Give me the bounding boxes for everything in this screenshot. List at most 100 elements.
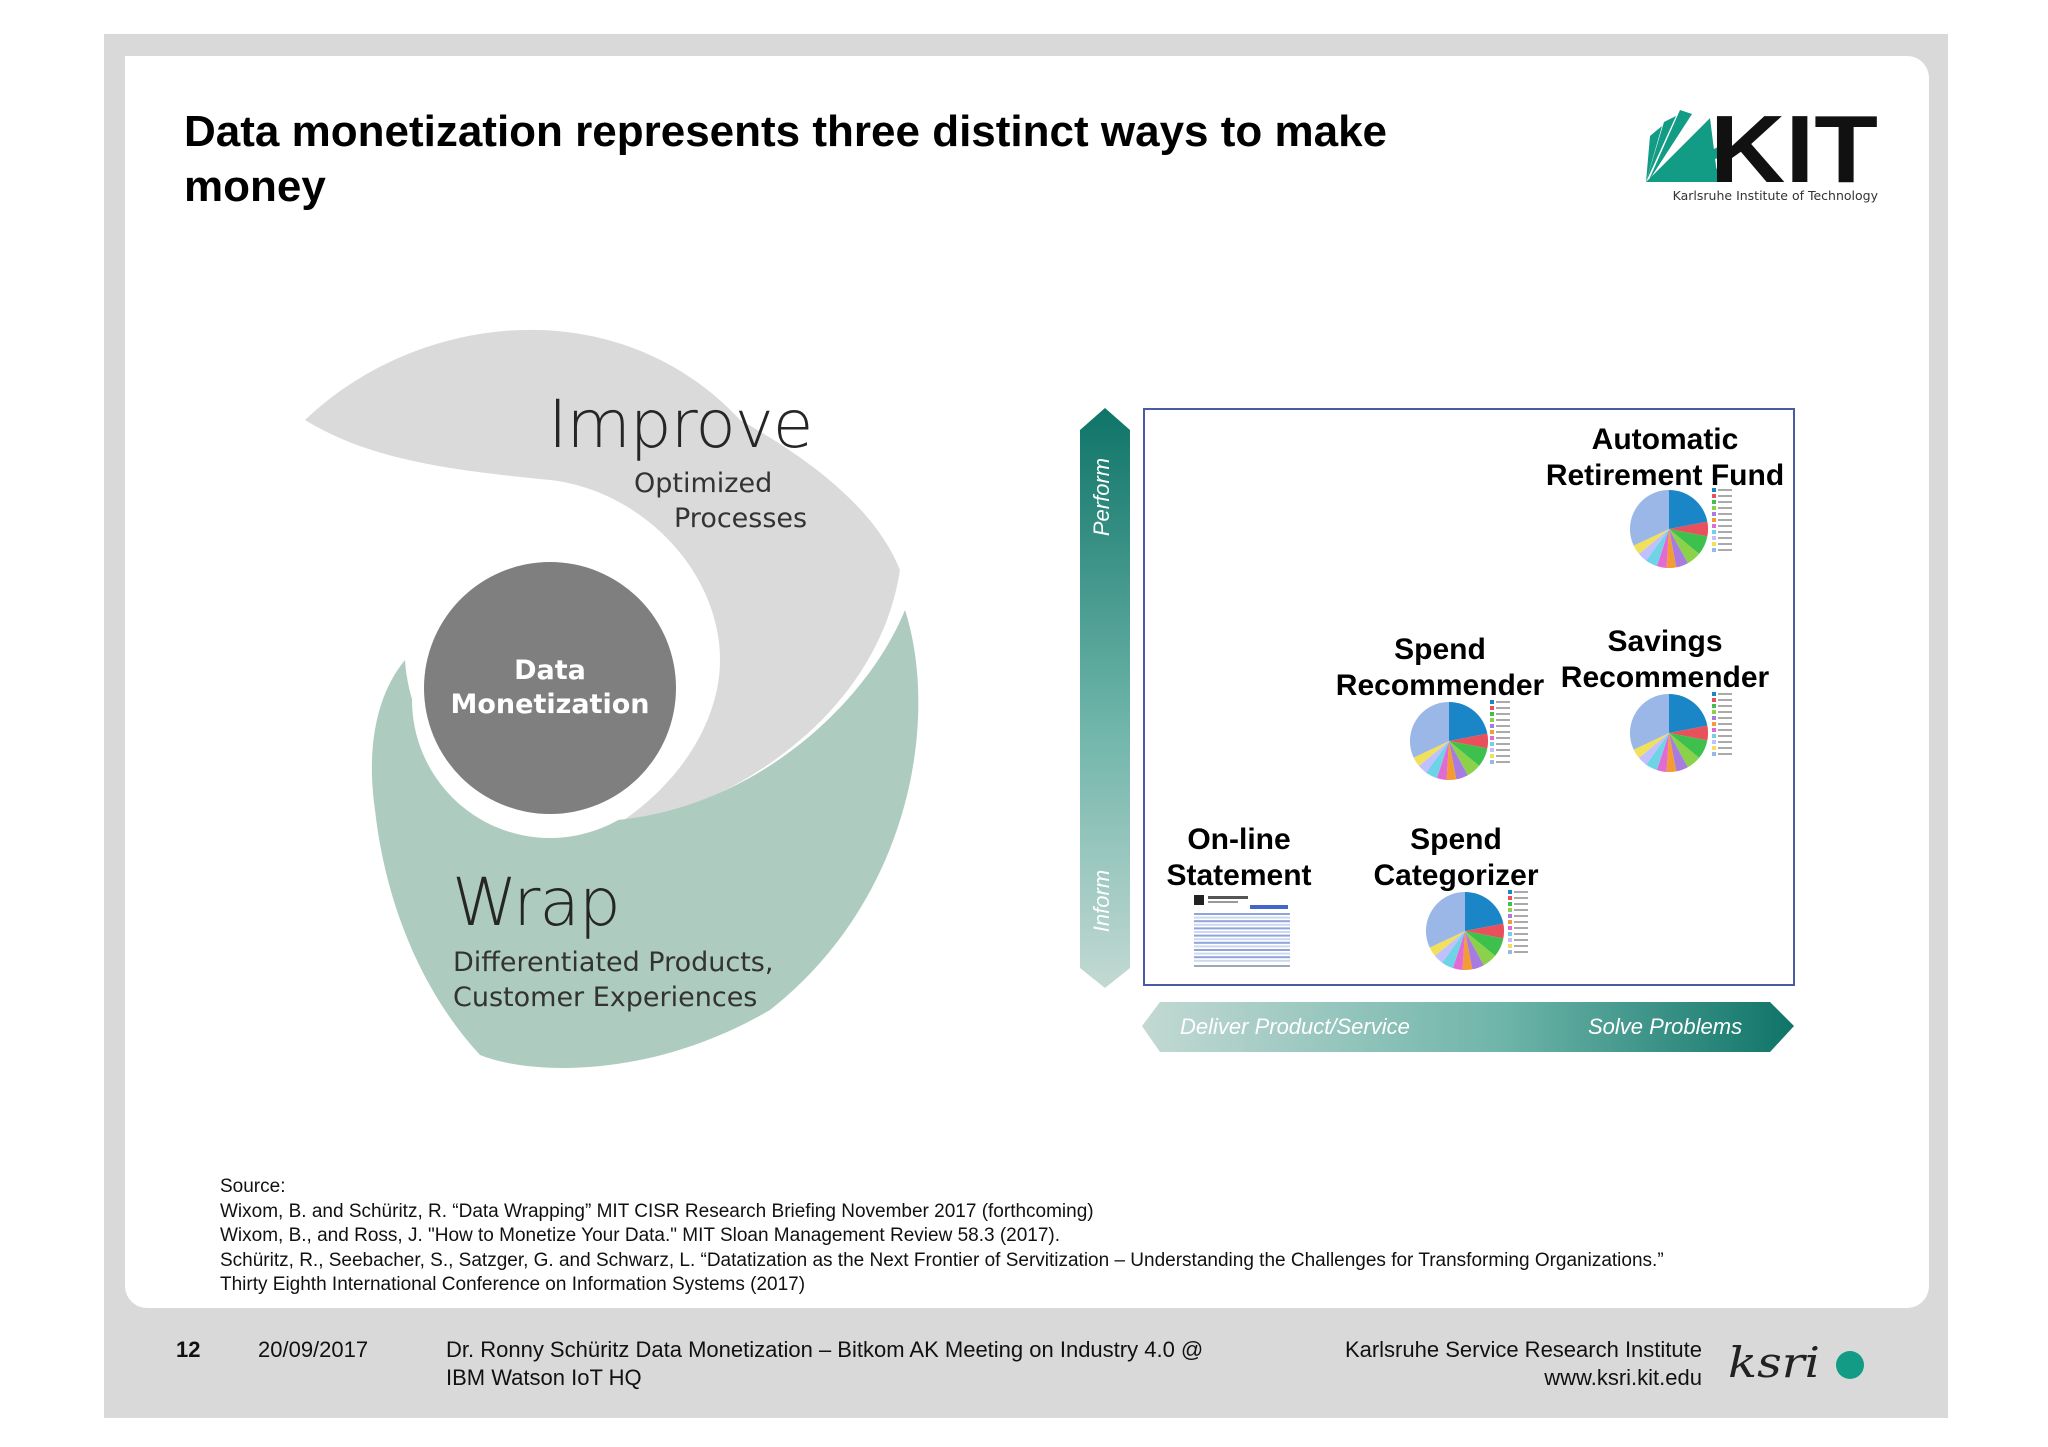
legend-swatch: [1712, 734, 1716, 738]
legend-swatch: [1712, 548, 1716, 552]
legend-text-stub: [1718, 693, 1732, 695]
legend-swatch: [1508, 914, 1512, 918]
legend-text-stub: [1514, 945, 1528, 947]
legend-text-stub: [1514, 909, 1528, 911]
pie-slice: [1465, 931, 1496, 966]
improve-heading: Improve: [548, 386, 813, 463]
legend-swatch: [1508, 932, 1512, 936]
page-number: 12: [176, 1337, 201, 1362]
pie-slice: [1669, 733, 1708, 758]
pie-slice: [1436, 741, 1449, 780]
pie-slice: [1413, 741, 1449, 766]
source-ref: Wixom, B., and Ross, J. "How to Monetize…: [220, 1225, 1061, 1246]
pie-slice: [1465, 931, 1504, 956]
legend-text-stub: [1496, 713, 1510, 715]
pie-slice: [1669, 489, 1708, 529]
pie-slice: [1434, 931, 1465, 963]
statement-row: [1194, 934, 1290, 937]
statement-row: [1194, 956, 1290, 959]
legend-swatch: [1490, 748, 1494, 752]
legend-swatch: [1490, 706, 1494, 710]
pie-slice: [1646, 733, 1669, 771]
statement-row: [1194, 941, 1290, 944]
item-line1: Automatic: [1591, 423, 1739, 456]
kit-word: KIT: [1710, 96, 1878, 203]
footer-date: 20/09/2017: [258, 1337, 369, 1362]
item-line1: Savings: [1607, 625, 1723, 658]
legend-swatch: [1712, 488, 1716, 492]
statement-row: [1194, 920, 1290, 923]
legend-text-stub: [1496, 707, 1510, 709]
pie-slice: [1633, 733, 1669, 758]
legend-text-stub: [1718, 723, 1732, 725]
legend-swatch: [1712, 536, 1716, 540]
legend-swatch: [1508, 920, 1512, 924]
legend-swatch: [1508, 896, 1512, 900]
statement-row: [1194, 938, 1290, 941]
pie-slice: [1666, 733, 1677, 773]
legend-text-stub: [1514, 951, 1528, 953]
horizontal-axis-arrow: [1142, 1002, 1794, 1052]
pie-slice: [1629, 693, 1669, 750]
wrap-heading: Wrap: [452, 864, 621, 941]
legend-text-stub: [1514, 933, 1528, 935]
pie-slice: [1449, 741, 1480, 776]
pie-slice: [1669, 521, 1709, 537]
pie-slice: [1669, 733, 1700, 768]
y-axis-top-label: Perform: [1089, 457, 1114, 537]
legend-text-stub: [1718, 525, 1732, 527]
legend-swatch: [1490, 718, 1494, 722]
legend-text-stub: [1496, 725, 1510, 727]
pie-slice: [1669, 529, 1708, 554]
kit-logo: KIT: [1646, 96, 1878, 203]
pie-slice: [1465, 931, 1484, 970]
legend-swatch: [1490, 730, 1494, 734]
x-axis-left-label: Deliver Product/Service: [1180, 1014, 1410, 1039]
legend-text-stub: [1514, 903, 1528, 905]
pie-chart-icon: [1425, 891, 1505, 971]
legend-swatch: [1508, 944, 1512, 948]
pie-slice: [1638, 529, 1669, 561]
legend-swatch: [1508, 950, 1512, 954]
item-spend-categorizer: Spend Categorizer: [1366, 822, 1546, 894]
legend-swatch: [1712, 746, 1716, 750]
pie-slice: [1656, 733, 1669, 772]
data-monetization-core: Data Monetization: [424, 562, 676, 814]
legend-swatch: [1712, 704, 1716, 708]
item-line2: Statement: [1166, 859, 1312, 892]
item-line2: Retirement Fund: [1545, 459, 1785, 492]
pie-slice: [1669, 529, 1688, 568]
legend-swatch: [1712, 500, 1716, 504]
improve-line2: Processes: [674, 503, 808, 534]
footer-talk-line1: Dr. Ronny Schüritz Data Monetization – B…: [446, 1337, 1204, 1362]
statement-row: [1194, 952, 1290, 955]
item-spend-recommender: Spend Recommender: [1300, 632, 1580, 704]
legend-text-stub: [1718, 489, 1732, 491]
legend-swatch: [1712, 728, 1716, 732]
pie-slice: [1452, 931, 1465, 970]
legend-text-stub: [1718, 501, 1732, 503]
legend-swatch: [1490, 700, 1494, 704]
matrix-axes: [1080, 408, 1794, 1052]
legend-swatch: [1508, 938, 1512, 942]
pie-chart-icon: [1629, 693, 1709, 773]
footer-talk-title: Dr. Ronny Schüritz Data Monetization – B…: [446, 1336, 1203, 1392]
pie-slice: [1449, 701, 1488, 741]
pie-slice: [1449, 741, 1488, 766]
source-heading: Source:: [220, 1176, 286, 1197]
kit-subtitle: Karlsruhe Institute of Technology: [1672, 188, 1878, 203]
legend-text-stub: [1718, 531, 1732, 533]
pie-slice: [1446, 741, 1457, 781]
legend-text-stub: [1718, 507, 1732, 509]
legend-text-stub: [1718, 717, 1732, 719]
legend-swatch: [1712, 518, 1716, 522]
statement-row: [1194, 916, 1290, 919]
source-ref: Schüritz, R., Seebacher, S., Satzger, G.…: [220, 1249, 1664, 1271]
legend-text-stub: [1514, 915, 1528, 917]
legend-swatch: [1712, 530, 1716, 534]
footer-institute: Karlsruhe Service Research Institute: [1344, 1337, 1702, 1362]
item-line1: Spend: [1410, 823, 1502, 856]
footer-institute-block: Karlsruhe Service Research Institute www…: [1260, 1336, 1702, 1392]
statement-row: [1194, 913, 1290, 915]
legend-text-stub: [1718, 711, 1732, 713]
